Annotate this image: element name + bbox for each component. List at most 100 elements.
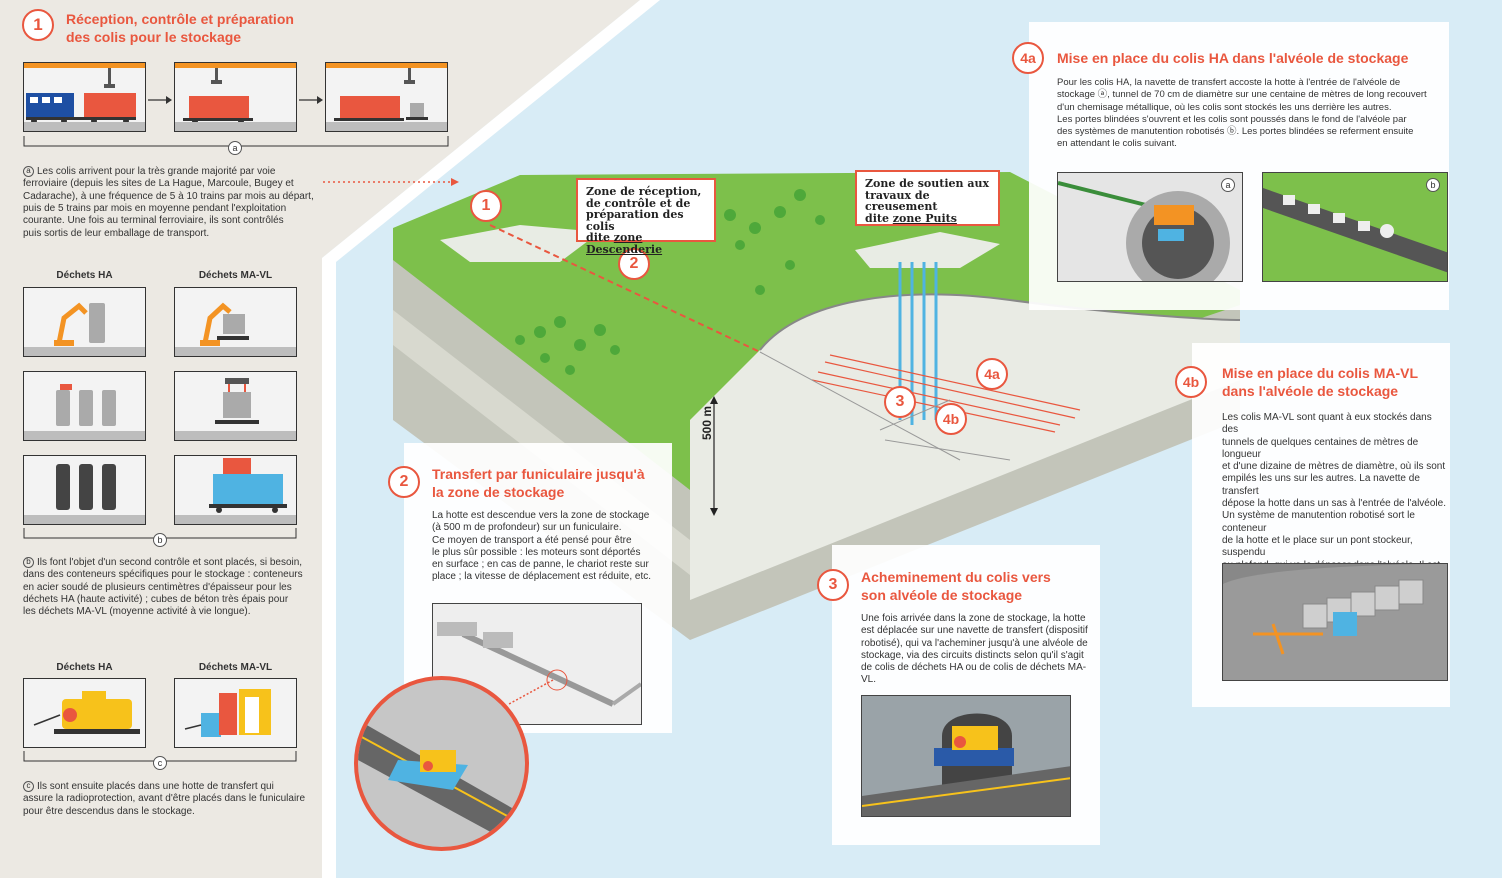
col-label-ha: Déchets HA xyxy=(56,270,113,281)
step4a-number-circle: 4a xyxy=(1012,42,1044,74)
step1-title: Réception, contrôle et préparation des c… xyxy=(66,10,326,46)
trees xyxy=(515,189,825,375)
text-line: Ce moyen de transport a été pensé pour ê… xyxy=(432,534,632,546)
step3-number-circle: 3 xyxy=(817,569,849,601)
train-box-3 xyxy=(325,62,448,132)
text-line: ferroviaire (depuis les sites de La Hagu… xyxy=(23,178,294,190)
step4a-title: Mise en place du colis HA dans l'alvéole… xyxy=(1057,50,1409,66)
text-line: de contrôle et de xyxy=(586,196,691,210)
ha-cell-illustration-a xyxy=(1057,172,1243,282)
col-label-mavl-2: Déchets MA-VL xyxy=(198,662,273,673)
text-line: place ; la vitesse de déplacement est ré… xyxy=(432,571,652,583)
text-line: stockage, via des circuits distincts sel… xyxy=(861,649,1084,661)
step4a-text: Pour les colis HA, la navette de transfe… xyxy=(1057,77,1443,151)
text-line: en surface ; en cas de panne, le chariot… xyxy=(432,559,649,571)
funicular-illustration xyxy=(437,622,641,707)
text-line: en acier soudé de plusieurs centimètres … xyxy=(23,581,292,593)
text-line: assure la radioprotection, avant d'être … xyxy=(23,793,306,805)
container-lift-icon xyxy=(215,378,259,424)
sealed-containers-icon xyxy=(56,464,116,510)
funicular-zoom-circle xyxy=(354,676,529,851)
col-label-ha-2: Déchets HA xyxy=(56,662,113,673)
train-illustration-3 xyxy=(334,68,428,121)
text-line: de colis de déchets HA ou de colis de dé… xyxy=(861,662,1087,686)
storage-galleries xyxy=(811,354,1081,433)
map-marker-1: 1 xyxy=(470,190,502,222)
note-letter-icon: b xyxy=(23,557,34,568)
map-marker-3: 3 xyxy=(884,386,916,418)
step2-number-circle: 2 xyxy=(388,466,420,498)
text-line: de la hotte et le place sur un pont stoc… xyxy=(1222,534,1413,559)
callout-descenderie-underlined: zone Descenderie xyxy=(586,231,663,256)
ha-cell-tunnel-a xyxy=(1058,181,1230,281)
img-a-letter: a xyxy=(1221,178,1235,192)
text-line: Un système de manutention robotisé sort … xyxy=(1222,510,1415,534)
concrete-cubes-icon xyxy=(209,458,287,513)
mavl-box-1 xyxy=(174,287,297,357)
robot-arm-icon xyxy=(54,302,105,346)
funicular-zoom-illustration xyxy=(358,720,525,847)
transfer-cask-ha-icon xyxy=(33,691,140,734)
ha-hotte-box xyxy=(23,678,146,748)
step1-number-circle: 1 xyxy=(22,9,54,41)
bracket-c-letter: c xyxy=(153,756,167,770)
step2-title: Transfert par funiculaire jusqu'à la zon… xyxy=(432,465,662,501)
bracket-a-letter: a xyxy=(228,141,242,155)
text-line: tunnels de quelques centaines de mètres … xyxy=(1222,436,1419,460)
step4b-number-circle: 4b xyxy=(1175,366,1207,398)
step3-text: Une fois arrivée dans la zone de stockag… xyxy=(861,613,1095,687)
step1-title-line1: Réception, contrôle et préparation xyxy=(66,11,294,27)
step3-title: Acheminement du colis vers son alvéole d… xyxy=(861,568,1091,604)
text-line: robotisé), qui va l'acheminer jusqu'à un… xyxy=(861,637,1088,649)
text-line: Une fois arrivée dans la zone de stockag… xyxy=(861,613,1086,624)
underground-cut xyxy=(690,294,1240,600)
step2-text: La hotte est descendue vers la zone de s… xyxy=(432,510,662,584)
callout-descenderie-prefix: dite xyxy=(586,231,614,244)
train-illustration-1 xyxy=(26,68,136,124)
text-line: des systèmes de manutention robotisés ⓑ.… xyxy=(1057,126,1414,138)
containers-icon xyxy=(56,384,116,426)
text-line: Les portes blindées s'ouvrent et les col… xyxy=(1057,113,1407,125)
text-line: les déchets MA-VL (moyenne activité à vi… xyxy=(23,606,251,618)
callout-puits-prefix: dite xyxy=(865,211,893,225)
text-line: Les colis MA-VL sont quant à eux stockés… xyxy=(1222,412,1432,436)
shuttle-illustration xyxy=(862,713,1070,816)
text-line: d'un chemisage métallique, où les colis … xyxy=(1057,101,1392,113)
transfer-cask-mavl-icon xyxy=(184,689,271,737)
ha-box-1 xyxy=(23,287,146,357)
step3-title-line1: Acheminement du colis vers xyxy=(861,569,1051,585)
text-line: déchets HA (haute activité) ; cubes de b… xyxy=(23,594,289,606)
robot-arm-icon xyxy=(200,302,249,346)
dotted-arrow xyxy=(323,178,459,186)
step1-number: 1 xyxy=(33,15,43,34)
depth-label: 500 m xyxy=(700,405,714,440)
text-line: empilés les uns sur les autres. La navet… xyxy=(1222,473,1420,497)
ha-box-2 xyxy=(23,371,146,441)
mavl-cell-illustration xyxy=(1222,563,1448,681)
mavl-hotte-box xyxy=(174,678,297,748)
ha-box-3 xyxy=(23,455,146,525)
shuttle-illustration-box xyxy=(861,695,1071,817)
map-marker-2: 2 xyxy=(618,248,650,280)
note-letter-icon: c xyxy=(23,781,34,792)
step1-title-line2: des colis pour le stockage xyxy=(66,29,242,45)
text-line: puis sortis de leur emballage de transpo… xyxy=(23,227,210,239)
text-line: (à 500 m de profondeur) sur un funiculai… xyxy=(432,522,622,534)
text-line: courante. Une fois au terminal ferroviai… xyxy=(23,215,284,227)
bracket-b-letter: b xyxy=(153,533,167,547)
zoom-link-line xyxy=(508,679,554,705)
arrow-right-icon xyxy=(299,92,323,104)
text-line: Cadarache), à une fréquence de 5 à 10 tr… xyxy=(23,190,314,202)
img-b-letter: b xyxy=(1426,178,1440,192)
left-panel-bg xyxy=(0,0,640,878)
step2-title-line1: Transfert par funiculaire jusqu'à xyxy=(432,466,645,482)
